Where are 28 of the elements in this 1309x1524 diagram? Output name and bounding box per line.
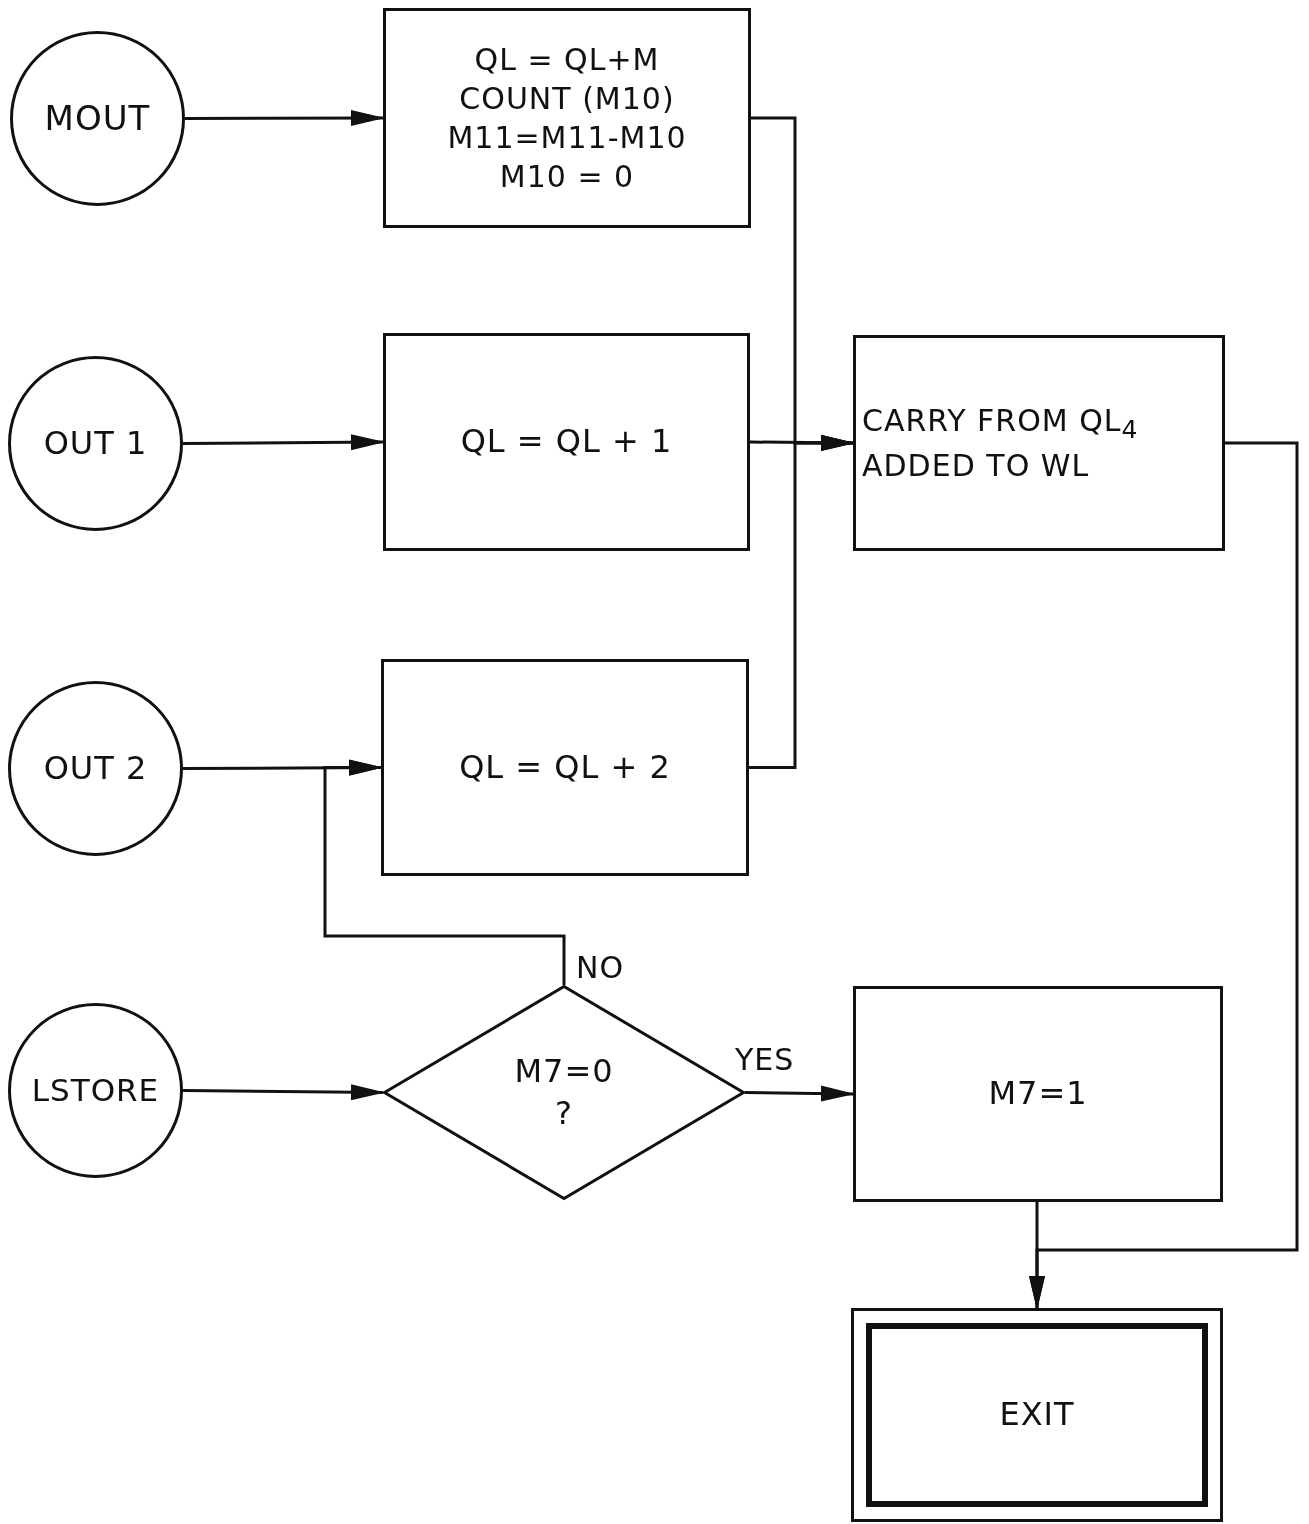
process-box <box>383 8 751 228</box>
arrow <box>749 435 855 769</box>
node-text: LSTORE <box>31 1071 160 1111</box>
node-text: M10 = 0 <box>499 158 635 196</box>
process-box <box>383 333 750 551</box>
node-text: M7=0 <box>514 1050 614 1092</box>
process-box <box>853 335 1225 551</box>
process-box <box>381 659 749 876</box>
arrow <box>183 434 385 451</box>
node-text: OUT 1 <box>43 422 148 464</box>
node-text: COUNT (M10) <box>459 80 675 118</box>
node-text: QL = QL + 2 <box>459 746 671 788</box>
node-text: M7=1 <box>988 1073 1088 1115</box>
node-text: QL = QL + 1 <box>460 421 673 463</box>
node-text: OUT 2 <box>43 747 148 789</box>
arrow <box>185 110 385 127</box>
node-text: QL = QL+M <box>474 41 660 79</box>
arrow <box>183 1084 385 1101</box>
node-text: ? <box>555 1092 573 1134</box>
node-text: EXIT <box>999 1394 1075 1436</box>
node-text: M11=M11-M10 <box>447 119 687 157</box>
arrow <box>744 1085 855 1102</box>
arrow <box>323 759 566 985</box>
node-text: CARRY FROM QL$_{4}$ ADDED TO WL <box>862 401 1140 486</box>
terminal-box <box>851 1308 1223 1522</box>
arrow <box>1029 1200 1045 1310</box>
process-box <box>853 986 1223 1202</box>
node-text: MOUT <box>44 97 151 141</box>
